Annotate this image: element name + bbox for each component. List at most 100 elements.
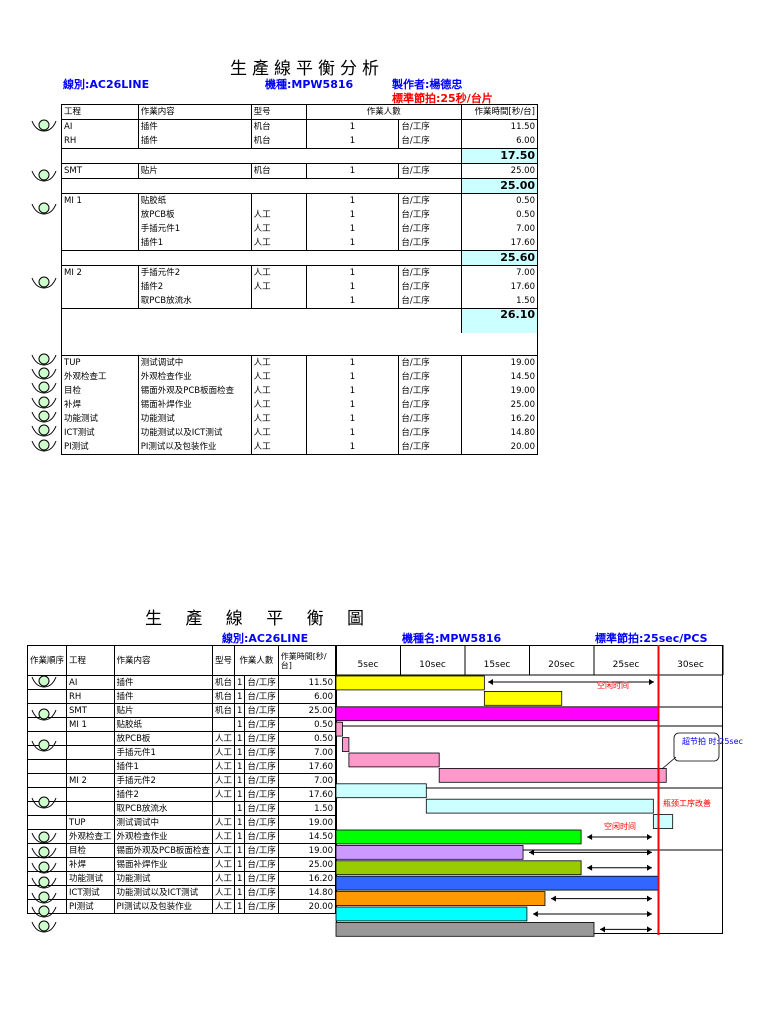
process-symbol-icon [31, 396, 57, 409]
cell: 锡面外观及PCB板面检查 [137, 384, 252, 398]
top-line-label: 線別:AC26LINE [63, 78, 150, 91]
arrow-head-left [587, 834, 593, 840]
cell: 人工 [211, 759, 235, 774]
cell: 11.50 [461, 119, 538, 134]
balance-bar [335, 829, 582, 845]
cell: 25.00 [277, 703, 337, 718]
cell: ICT测试 [66, 885, 115, 900]
cell: 作業人數 [305, 104, 462, 120]
cell: PI测试 [61, 440, 139, 455]
process-symbol-icon [31, 861, 57, 874]
cell: 外观检查作业 [137, 370, 252, 384]
cell: 人工 [211, 773, 235, 788]
cell: PI测试以及包装作业 [137, 440, 252, 455]
cell: 机台 [250, 134, 307, 149]
cell: 取PCB放流水 [137, 294, 252, 309]
cell: 台/工序 [398, 294, 462, 309]
cell: 1 [305, 398, 399, 412]
balance-bar [335, 844, 524, 860]
cell: AI [61, 119, 139, 134]
cell: 功能测试以及ICT测试 [137, 426, 252, 440]
cell: 台/工序 [398, 119, 462, 134]
cell: PI测试 [66, 899, 115, 914]
cell: 1 [305, 294, 399, 309]
cell: 台/工序 [244, 885, 279, 900]
scale-tick-label: 20sec [548, 660, 575, 670]
header-cell: 作業順序 [26, 645, 68, 676]
header-cell: 作業時間[秒/台] [277, 645, 337, 676]
process-symbol-icon [31, 675, 57, 688]
cell: 人工 [250, 426, 307, 440]
balance-header-row: 作業順序工程作業内容型号作業人數作業時間[秒/台] [26, 645, 337, 676]
cell: 1 [233, 787, 246, 802]
balance-bar [348, 752, 440, 768]
cell: 插件 [113, 675, 213, 690]
process-symbol-icon [31, 846, 57, 859]
scale-tick-label: 5sec [358, 660, 379, 670]
subtotal-value: 25.00 [461, 178, 538, 194]
cell: RH [61, 134, 139, 149]
cell: 台/工序 [244, 815, 279, 830]
cell: 人工 [211, 815, 235, 830]
process-symbol-icon [31, 796, 57, 809]
cell: PI测试以及包装作业 [113, 899, 213, 914]
cell: 锡面外观及PCB板面检查 [113, 843, 213, 858]
process-symbol-icon [31, 410, 57, 423]
process-symbol-icon [31, 169, 57, 182]
cell: 1 [233, 885, 246, 900]
cell: 16.20 [461, 412, 538, 426]
cell: 19.00 [461, 384, 538, 398]
top-maker-label: 製作者:楊德忠 [392, 78, 463, 91]
cell: 外观检查工 [61, 370, 139, 384]
process-symbol-icon [31, 381, 57, 394]
balance-bar [425, 798, 654, 814]
callout-pointer [661, 756, 677, 770]
scale-tick-label: 30sec [677, 660, 704, 670]
cell: 锡面补焊作业 [113, 857, 213, 872]
cell: 1 [233, 759, 246, 774]
cell: 0.50 [461, 193, 538, 208]
cell: 0.50 [461, 208, 538, 222]
cell [61, 222, 139, 236]
cell: 人工 [250, 412, 307, 426]
cell: 台/工序 [244, 773, 279, 788]
cell: 台/工序 [398, 236, 462, 251]
cell: RH [66, 689, 115, 704]
cell: 贴片 [113, 703, 213, 718]
cell: 1 [305, 370, 399, 384]
cell: 台/工序 [244, 843, 279, 858]
balance-bar [483, 691, 563, 706]
subtotal-row: 17.50 [61, 148, 538, 164]
cell: 台/工序 [244, 717, 279, 732]
cell: 台/工序 [398, 412, 462, 426]
cell: 25.00 [461, 398, 538, 412]
cell: 台/工序 [398, 440, 462, 455]
cell: 贴胶纸 [113, 717, 213, 732]
cell: 19.00 [461, 355, 538, 370]
process-symbol-icon [31, 367, 57, 380]
cell: 1 [305, 384, 399, 398]
cell: 14.80 [277, 885, 337, 900]
cell: 人工 [250, 355, 307, 370]
cell: 补焊 [66, 857, 115, 872]
cell: 1 [233, 801, 246, 816]
cell: 贴片 [137, 163, 252, 179]
cell: 人工 [211, 745, 235, 760]
cell: 台/工序 [398, 280, 462, 294]
cell: 台/工序 [244, 689, 279, 704]
arrow-head-right [647, 864, 652, 871]
cell: 11.50 [277, 675, 337, 690]
spacer-row [62, 333, 538, 356]
